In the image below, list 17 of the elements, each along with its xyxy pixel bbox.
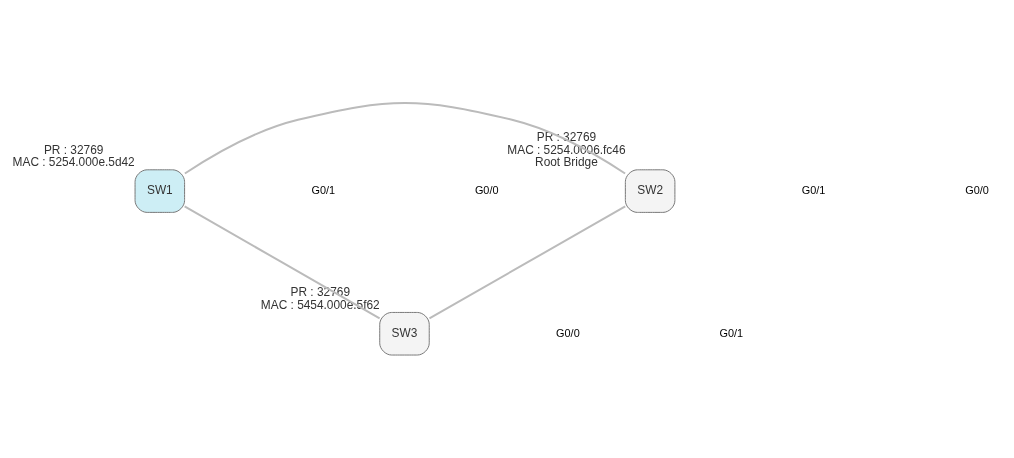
node-label: MAC : 5254.000e.5d42 xyxy=(12,155,135,170)
label: G0/0 xyxy=(965,183,989,196)
node-label: MAC : 5254.0006.fc46 xyxy=(507,142,626,157)
label: G0/0 xyxy=(474,183,499,196)
node-label: MAC : 5454.000e.5f62 xyxy=(260,298,380,313)
node-box: SW2 xyxy=(624,169,676,213)
connector xyxy=(183,101,627,175)
node-box: SW3 xyxy=(379,311,430,356)
label: G0/1 xyxy=(719,326,744,339)
node-box: SW1 xyxy=(134,169,186,213)
node-label: PR : 32769 xyxy=(43,142,104,157)
label: G0/1 xyxy=(801,183,826,196)
connector xyxy=(183,205,381,320)
label: G0/0 xyxy=(556,326,580,339)
label: G0/1 xyxy=(311,183,336,196)
connector xyxy=(428,205,627,320)
node-label: Root Bridge xyxy=(535,155,598,170)
